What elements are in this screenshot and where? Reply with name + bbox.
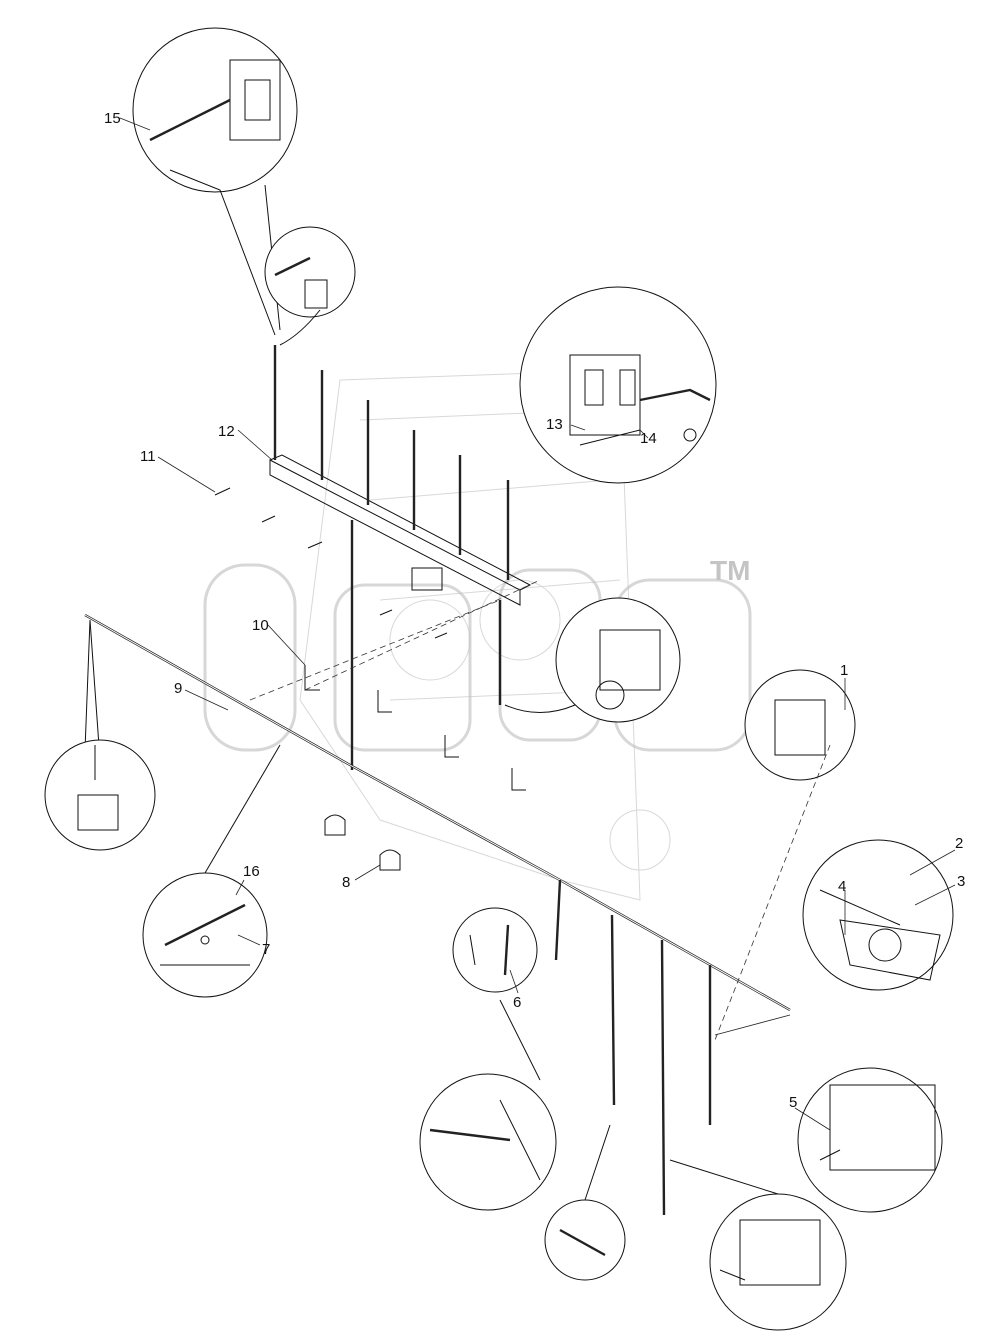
detail-circle-left [44,739,156,851]
detail-circle-bottom-left [142,744,281,998]
callout-1: 1 [840,662,848,679]
main-harness [84,613,791,1216]
callout-7: 7 [262,941,270,958]
detail-circle-ecu [519,286,717,484]
detail-circle-sensor-6 [452,907,538,993]
callout-5: 5 [789,1094,797,1111]
detail-circle-bottom-b [544,1124,626,1281]
callout-11: 11 [140,448,156,465]
callout-10: 10 [252,617,269,634]
clamps [324,814,401,871]
watermark-logo: TM [203,555,752,752]
detail-circle-sensor [264,226,356,346]
callout-labels: 1 2 3 4 5 6 7 8 9 10 11 12 13 14 15 16 [104,110,965,1111]
detail-circle-right-mid [802,839,954,991]
callout-15: 15 [104,110,121,127]
callout-12: 12 [218,423,235,440]
detail-circle-bottom-a [419,999,557,1211]
callout-8: 8 [342,874,350,891]
callout-16: 16 [243,863,260,880]
callout-4: 4 [838,878,846,895]
detail-circle-right-bottom [797,1067,943,1213]
leader-lines [119,117,956,1131]
callout-3: 3 [957,873,965,890]
callout-6: 6 [513,994,521,1011]
callout-9: 9 [174,680,182,697]
callout-2: 2 [955,835,963,852]
detail-circle-right-top [714,669,856,1041]
callout-14: 14 [640,430,657,447]
trademark-mark: TM [710,555,750,586]
injector-harness-rail [269,345,532,770]
detail-circle-pump [504,597,681,723]
bolts [214,487,448,639]
detail-circle-bottom-c [669,1159,847,1331]
callout-13: 13 [546,416,563,433]
mounting-brackets [249,579,541,791]
